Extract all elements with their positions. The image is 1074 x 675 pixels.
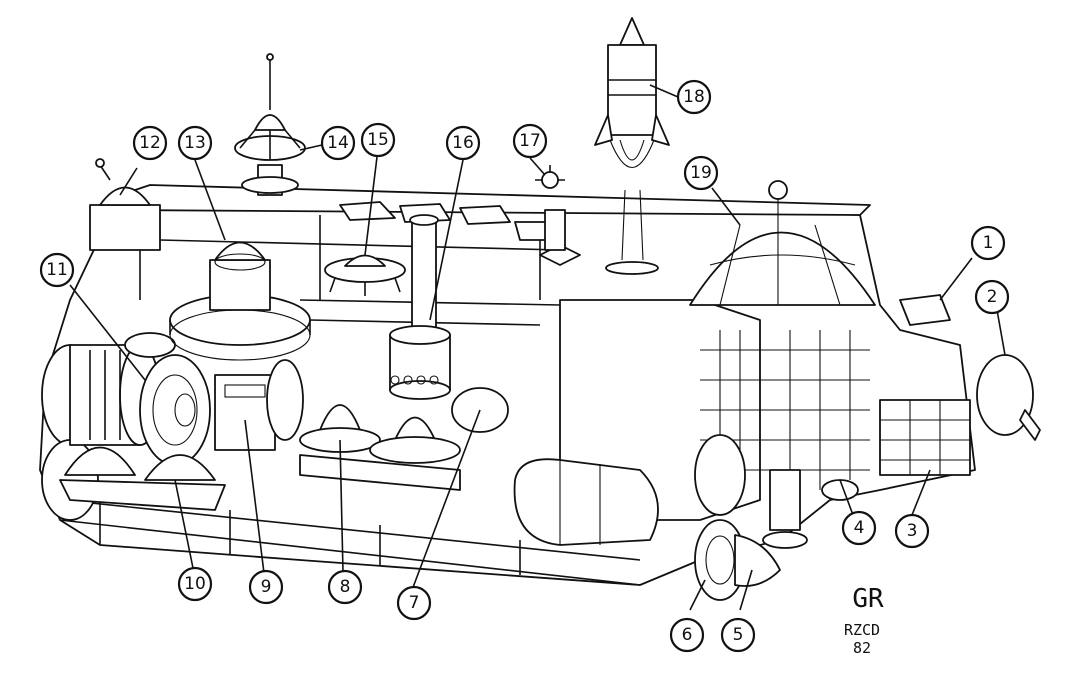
svg-text:2: 2	[987, 287, 998, 307]
svg-text:19: 19	[690, 163, 712, 183]
callout-12: 12	[132, 125, 168, 161]
callout-19: 19	[683, 155, 719, 191]
callout-14: 14	[320, 125, 356, 161]
callout-7: 7	[396, 585, 432, 621]
svg-text:1: 1	[983, 233, 994, 253]
svg-text:9: 9	[261, 577, 272, 597]
svg-text:10: 10	[184, 574, 206, 594]
callout-4: 4	[841, 510, 877, 546]
callout-13: 13	[177, 125, 213, 161]
svg-text:3: 3	[907, 521, 918, 541]
svg-text:14: 14	[327, 133, 349, 153]
svg-text:13: 13	[184, 133, 206, 153]
callout-5: 5	[720, 617, 756, 653]
svg-text:16: 16	[452, 133, 474, 153]
svg-text:5: 5	[733, 625, 744, 645]
vehicle-illustration	[39, 17, 1041, 601]
svg-text:8: 8	[340, 577, 351, 597]
svg-text:4: 4	[854, 518, 865, 538]
svg-text:7: 7	[409, 593, 420, 613]
artist-signature: GR RZCD 82	[844, 584, 884, 657]
callout-16: 16	[445, 125, 481, 161]
svg-text:6: 6	[682, 625, 693, 645]
callout-6: 6	[669, 617, 705, 653]
svg-text:15: 15	[367, 130, 389, 150]
signature-line-1: RZCD	[844, 621, 880, 639]
callout-11: 11	[39, 252, 75, 288]
leader-lines	[69, 84, 1006, 611]
svg-text:12: 12	[139, 133, 161, 153]
callout-18: 18	[676, 79, 712, 115]
callout-3: 3	[894, 513, 930, 549]
svg-text:11: 11	[46, 260, 68, 280]
callout-1: 1	[970, 225, 1006, 261]
callout-2: 2	[974, 279, 1010, 315]
callout-9: 9	[248, 569, 284, 605]
callout-8: 8	[327, 569, 363, 605]
signature-monogram: GR	[852, 584, 884, 614]
callout-17: 17	[512, 123, 548, 159]
svg-text:18: 18	[683, 87, 705, 107]
signature-line-2: 82	[853, 639, 871, 657]
callout-10: 10	[177, 566, 213, 602]
svg-text:17: 17	[519, 131, 541, 151]
callout-15: 15	[360, 122, 396, 158]
